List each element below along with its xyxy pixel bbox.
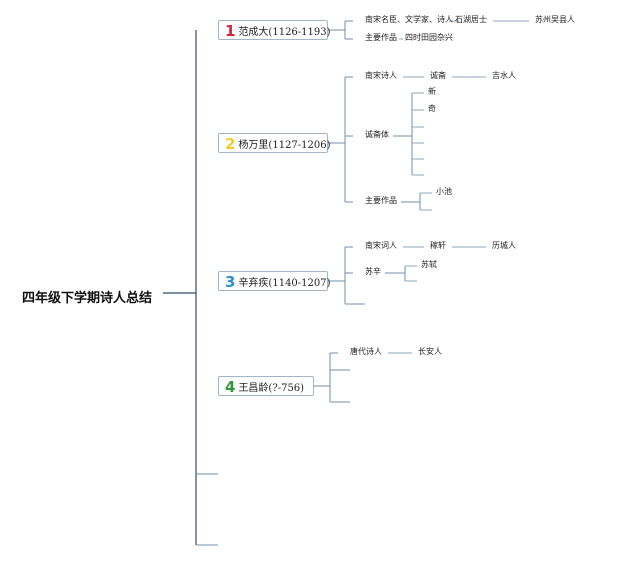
poet-number: 3 xyxy=(225,273,236,291)
item-label[interactable]: 主要作品 xyxy=(365,33,397,42)
chain-label[interactable]: 稼轩 xyxy=(430,241,446,250)
poet-name: 范成大(1126-1193) xyxy=(238,27,331,38)
poet-name: 辛弃疾(1140-1207) xyxy=(238,278,331,289)
chain-label[interactable]: 历城人 xyxy=(492,241,516,250)
chain-label[interactable]: 诚斋 xyxy=(430,71,446,80)
item-label[interactable]: 南宋词人 xyxy=(365,241,397,250)
root-topic[interactable]: 四年级下学期诗人总结 xyxy=(22,291,153,306)
sub-label[interactable]: 奇 xyxy=(428,104,436,113)
chain-label[interactable]: 长安人 xyxy=(418,347,442,356)
poet-number: 1 xyxy=(225,22,236,40)
chain-label[interactable]: 苏州吴县人 xyxy=(535,15,575,24)
poet-name: 王昌龄(?-756) xyxy=(238,383,305,394)
poet-number: 2 xyxy=(225,135,236,153)
poet-name: 杨万里(1127-1206) xyxy=(238,140,331,151)
poet-number: 4 xyxy=(225,378,236,396)
item-label[interactable]: 南宋名臣、文学家、诗人 xyxy=(365,15,453,24)
item-label[interactable]: 唐代诗人 xyxy=(350,347,382,356)
item-label[interactable]: 诚斋体 xyxy=(365,130,389,139)
chain-label[interactable]: 石湖居士 xyxy=(455,15,487,24)
item-label[interactable]: 苏辛 xyxy=(365,267,381,276)
sub-label[interactable]: 小池 xyxy=(436,187,452,196)
item-label[interactable]: 南宋诗人 xyxy=(365,71,397,80)
sub-label[interactable]: 苏轼 xyxy=(421,260,437,269)
chain-label[interactable]: 四时田园杂兴 xyxy=(405,33,453,42)
item-label[interactable]: 主要作品 xyxy=(365,196,397,205)
chain-label[interactable]: 吉水人 xyxy=(492,71,516,80)
sub-label[interactable]: 新 xyxy=(428,87,436,96)
